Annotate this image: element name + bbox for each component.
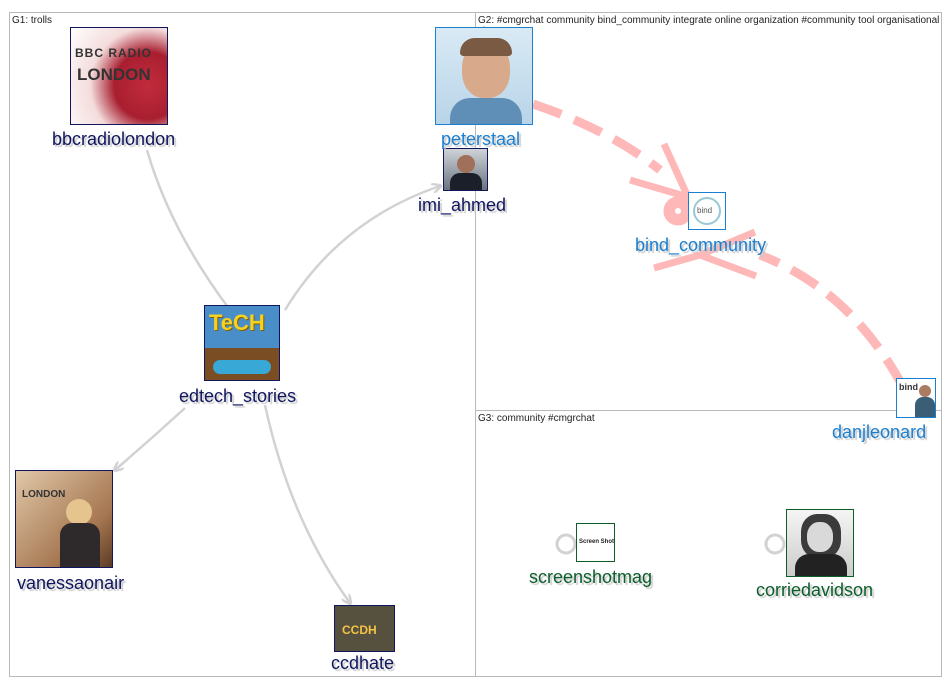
node-label-corriedavidson[interactable]: corriedavidson <box>756 580 874 600</box>
group-g3-box <box>475 410 942 677</box>
bbc-logo-bottom-text: LONDON <box>77 65 151 84</box>
ccdhate-avatar[interactable]: CCDH <box>334 605 395 652</box>
self-loop-corriedavidson <box>764 533 786 555</box>
vanessaonair-avatar[interactable]: LONDON <box>15 470 113 568</box>
node-label-bbcradiolondon[interactable]: bbcradiolondon <box>52 129 176 149</box>
self-loop-screenshotmag <box>555 533 577 555</box>
edtech_stories-avatar[interactable]: TeCH <box>204 305 280 381</box>
edge-danjleonard-bind_community <box>758 250 906 388</box>
vanessa-bbc-text: LONDON <box>22 489 66 500</box>
imi_ahmed-avatar[interactable] <box>443 148 488 191</box>
edge-peterstaal-bind_community <box>531 99 663 174</box>
edge-edtech-imi_ahmed <box>283 186 440 311</box>
node-label-screenshotmag[interactable]: screenshotmag <box>529 567 653 587</box>
edge-edtech-vanessaonair <box>115 407 186 470</box>
peterstaal-avatar[interactable] <box>435 27 533 125</box>
bbc-logo-top-text: BBC RADIO <box>75 46 152 60</box>
screenshotmag-avatar[interactable]: Screen Shot <box>576 523 615 562</box>
screenshot-logo-text: Screen Shot <box>579 539 615 545</box>
danjleonard-avatar[interactable]: bind <box>896 378 936 418</box>
node-label-ccdhate[interactable]: ccdhate <box>331 653 395 673</box>
ccdh-logo-text: CCDH <box>342 623 377 637</box>
edge-bbcradiolondon-edtech <box>145 149 232 311</box>
edge-edtech-ccdhate <box>263 404 350 603</box>
corriedavidson-avatar[interactable] <box>786 509 854 577</box>
node-label-danjleonard[interactable]: danjleonard <box>832 422 927 442</box>
node-label-imi_ahmed[interactable]: imi_ahmed <box>418 195 507 215</box>
bind_community-avatar[interactable]: bind <box>688 192 726 230</box>
group-g3-title: G3: community #cmgrchat <box>478 413 595 424</box>
node-label-edtech_stories[interactable]: edtech_stories <box>179 386 297 406</box>
edge-danjleonard-arrowhead <box>653 228 758 280</box>
bind-logo-text: bind <box>697 206 713 215</box>
node-label-peterstaal[interactable]: peterstaal <box>441 129 521 149</box>
bbcradiolondon-avatar[interactable]: BBC RADIO LONDON <box>70 27 168 125</box>
node-label-bind_community[interactable]: bind_community <box>635 235 767 255</box>
node-label-vanessaonair[interactable]: vanessaonair <box>17 573 125 593</box>
tech-logo-text: TeCH <box>209 310 265 335</box>
group-g1-title: G1: trolls <box>12 15 53 26</box>
